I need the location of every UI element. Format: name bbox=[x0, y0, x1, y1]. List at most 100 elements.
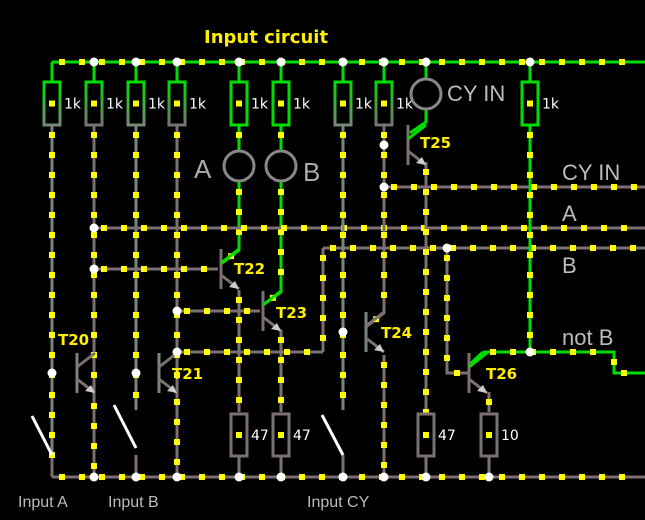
transistor-label: T23 bbox=[276, 304, 307, 322]
transistor[interactable]: T26 bbox=[467, 351, 517, 395]
transistor[interactable]: T20 bbox=[58, 331, 96, 395]
current-dot bbox=[121, 225, 127, 231]
current-dot bbox=[527, 132, 533, 138]
current-dot bbox=[550, 349, 556, 355]
current-dot bbox=[541, 225, 547, 231]
resistor-value: 10 bbox=[501, 428, 519, 444]
resistor[interactable]: 1k bbox=[374, 80, 414, 127]
current-dot bbox=[444, 315, 450, 321]
current-dot bbox=[236, 432, 242, 438]
current-dot bbox=[579, 474, 585, 480]
current-dot bbox=[91, 252, 97, 258]
current-dot bbox=[49, 432, 55, 438]
resistor[interactable]: 1k bbox=[167, 80, 207, 127]
current-dot bbox=[184, 308, 190, 314]
wire-label: not B bbox=[562, 325, 613, 350]
current-dot bbox=[486, 432, 492, 438]
resistor[interactable]: 47 bbox=[271, 412, 311, 458]
transistor[interactable]: T23 bbox=[261, 289, 307, 333]
current-dot bbox=[119, 59, 125, 65]
current-dot bbox=[559, 59, 565, 65]
current-dot bbox=[479, 474, 485, 480]
current-dot bbox=[91, 372, 97, 378]
junction-node bbox=[234, 472, 244, 482]
current-dot bbox=[340, 292, 346, 298]
wire-label: B bbox=[562, 253, 577, 278]
current-dot bbox=[479, 59, 485, 65]
junction-node bbox=[172, 306, 182, 316]
resistor[interactable]: 1k bbox=[271, 80, 311, 127]
current-dot bbox=[486, 399, 492, 405]
current-dot bbox=[611, 359, 617, 365]
lamp: B bbox=[264, 149, 320, 187]
switch-lever[interactable] bbox=[112, 404, 138, 449]
current-dot bbox=[539, 59, 545, 65]
lamp: CY IN bbox=[409, 77, 505, 111]
switch-lever[interactable] bbox=[30, 415, 54, 456]
current-dot bbox=[444, 335, 450, 341]
switch-lever[interactable] bbox=[320, 414, 345, 456]
current-dot bbox=[278, 397, 284, 403]
resistor-value: 1k bbox=[293, 97, 311, 113]
current-dot bbox=[49, 292, 55, 298]
transistor-label: T22 bbox=[234, 260, 265, 278]
resistor[interactable]: 1k bbox=[229, 80, 269, 127]
junction-node bbox=[131, 57, 141, 67]
current-dot bbox=[490, 245, 496, 251]
switch[interactable]: Input A bbox=[18, 415, 68, 511]
transistor[interactable]: T25 bbox=[406, 123, 451, 167]
current-dot bbox=[49, 212, 55, 218]
current-dot bbox=[49, 192, 55, 198]
current-dot bbox=[519, 59, 525, 65]
resistor[interactable]: 1k bbox=[520, 80, 560, 127]
transistor[interactable]: T21 bbox=[157, 351, 203, 395]
transistor[interactable]: T24 bbox=[364, 310, 412, 354]
current-dot bbox=[174, 172, 180, 178]
current-dot bbox=[340, 352, 346, 358]
switch[interactable]: Input CY bbox=[307, 414, 370, 511]
resistor[interactable]: 1k bbox=[84, 80, 124, 127]
resistor[interactable]: 1k bbox=[126, 80, 166, 127]
junction-node bbox=[379, 472, 389, 482]
lamp-icon bbox=[264, 149, 298, 183]
switch[interactable]: Input B bbox=[108, 404, 159, 511]
transistor[interactable]: T22 bbox=[219, 247, 265, 291]
current-dot bbox=[236, 337, 242, 343]
current-dot bbox=[531, 184, 537, 190]
resistor[interactable]: 1k bbox=[333, 80, 373, 127]
current-dot bbox=[527, 152, 533, 158]
junction-node bbox=[379, 182, 389, 192]
lamp-icon bbox=[409, 77, 443, 111]
current-dot bbox=[174, 419, 180, 425]
current-dot bbox=[219, 474, 225, 480]
wire bbox=[445, 248, 468, 375]
junction-node bbox=[276, 472, 286, 482]
junction-node bbox=[89, 472, 99, 482]
wire bbox=[262, 182, 283, 307]
current-dot bbox=[204, 308, 210, 314]
current-dot bbox=[241, 225, 247, 231]
current-dot bbox=[450, 245, 456, 251]
resistor[interactable]: 1k bbox=[42, 80, 82, 127]
resistor[interactable]: 10 bbox=[479, 412, 519, 458]
resistor[interactable]: 47 bbox=[229, 412, 269, 458]
current-dot bbox=[619, 59, 625, 65]
resistor[interactable]: 47 bbox=[416, 412, 456, 458]
transistor-label: T26 bbox=[486, 365, 517, 383]
current-dot bbox=[459, 474, 465, 480]
current-dot bbox=[444, 275, 450, 281]
current-dot bbox=[181, 266, 187, 272]
current-dot bbox=[259, 59, 265, 65]
current-dot bbox=[133, 292, 139, 298]
current-dot bbox=[451, 184, 457, 190]
current-dot bbox=[281, 225, 287, 231]
current-dot bbox=[340, 152, 346, 158]
junction-node bbox=[525, 57, 535, 67]
emitter-arrow-icon bbox=[416, 157, 426, 165]
current-dot bbox=[244, 308, 250, 314]
current-dot bbox=[304, 349, 310, 355]
wire bbox=[409, 110, 428, 135]
current-dot bbox=[91, 152, 97, 158]
current-dot bbox=[299, 59, 305, 65]
